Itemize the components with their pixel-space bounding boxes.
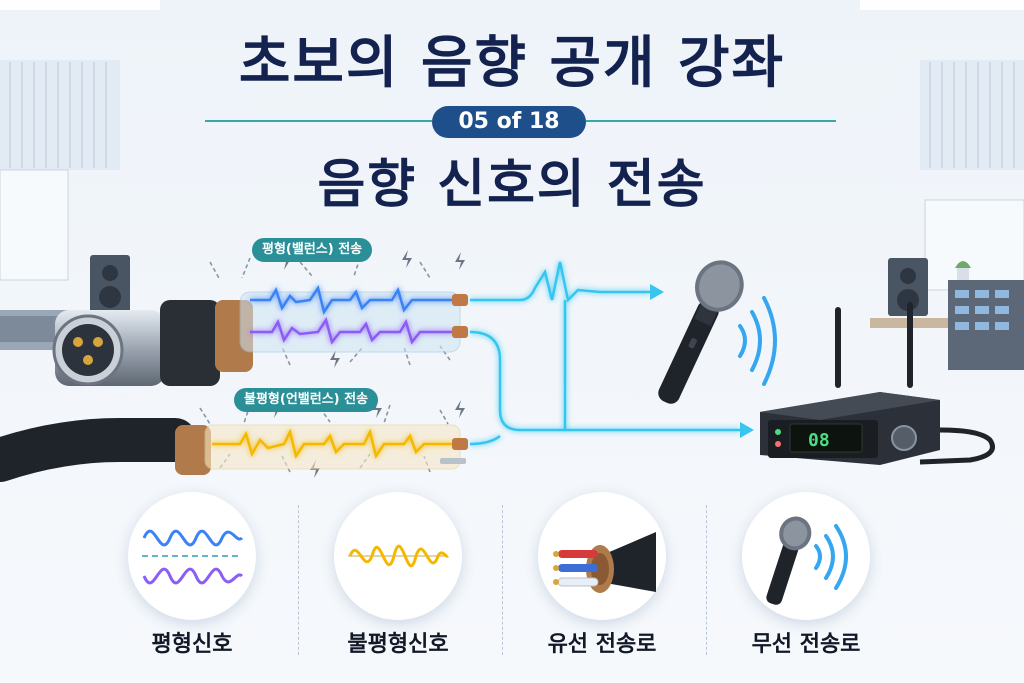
unbalanced-signal-card xyxy=(334,492,462,620)
cable-icon xyxy=(553,532,656,593)
wireless-path-card xyxy=(742,492,870,620)
card-label-unbalanced: 불평형신호 xyxy=(347,632,449,657)
unbalanced-transmission-tag: 불평형(언밸런스) 전송 xyxy=(234,388,379,412)
unbalanced-wave-icon xyxy=(348,544,450,568)
unbalanced-cable xyxy=(0,418,211,482)
balanced-wave-icon xyxy=(142,529,244,585)
card-label-balanced: 평형신호 xyxy=(151,632,233,657)
receiver-display: 08 xyxy=(808,430,830,451)
wireless-receiver xyxy=(760,302,995,465)
divider xyxy=(298,505,299,655)
episode-line-left xyxy=(205,120,432,122)
wired-path-card xyxy=(538,492,666,620)
episode-line-right xyxy=(586,120,836,122)
lesson-title: 음향 신호의 전송 xyxy=(317,155,707,215)
xlr-connector xyxy=(52,300,253,386)
card-label-wireless: 무선 전송로 xyxy=(751,632,861,657)
balanced-signal-card xyxy=(128,492,256,620)
card-label-wired: 유선 전송로 xyxy=(547,632,657,657)
balanced-transmission-tag: 평형(밸런스) 전송 xyxy=(252,238,373,262)
divider xyxy=(706,505,707,655)
divider xyxy=(502,505,503,655)
episode-badge: 05 of 18 xyxy=(432,106,586,138)
wireless-waves xyxy=(738,296,777,386)
wireless-mic-icon xyxy=(766,516,848,605)
course-title: 초보의 음향 공개 강좌 xyxy=(238,31,786,96)
wireless-microphone xyxy=(658,260,744,404)
